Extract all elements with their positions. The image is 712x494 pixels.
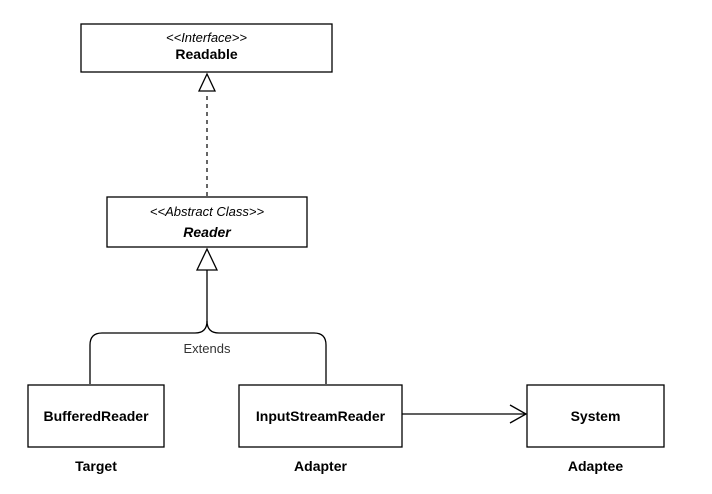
input-stream-reader-node[interactable]: InputStreamReader <box>238 384 403 448</box>
generalization-line-inputstream <box>206 320 327 384</box>
buffered-reader-node[interactable]: BufferedReader <box>27 384 165 448</box>
system-name: System <box>571 408 621 424</box>
system-box <box>526 384 665 448</box>
reader-stereotype: <<Abstract Class>> <box>150 204 265 219</box>
reader-abstract-node[interactable]: <<Abstract Class>> Reader <box>106 196 308 248</box>
reader-name: Reader <box>183 224 232 240</box>
realization-arrowhead <box>197 72 217 92</box>
generalization-arrowhead <box>195 247 219 271</box>
association-open-arrowhead <box>509 404 528 424</box>
adapter-role-label: Adapter <box>294 458 347 474</box>
buffered-reader-name: BufferedReader <box>43 408 149 424</box>
reader-box <box>106 196 308 248</box>
extends-label: Extends <box>184 341 231 356</box>
realization-edge <box>197 72 217 196</box>
readable-name: Readable <box>175 46 237 62</box>
adaptee-role-label: Adaptee <box>568 458 623 474</box>
generalization-line-buffered <box>89 270 208 384</box>
system-node[interactable]: System <box>526 384 665 448</box>
generalization-edges: Extends <box>89 247 327 384</box>
buffered-reader-box <box>27 384 165 448</box>
readable-interface-node[interactable]: <<Interface>> Readable <box>80 23 333 73</box>
input-stream-reader-name: InputStreamReader <box>256 408 386 424</box>
readable-stereotype: <<Interface>> <box>166 30 247 45</box>
input-stream-reader-box <box>238 384 403 448</box>
readable-box <box>80 23 333 73</box>
association-edge <box>402 404 528 424</box>
target-role-label: Target <box>75 458 117 474</box>
